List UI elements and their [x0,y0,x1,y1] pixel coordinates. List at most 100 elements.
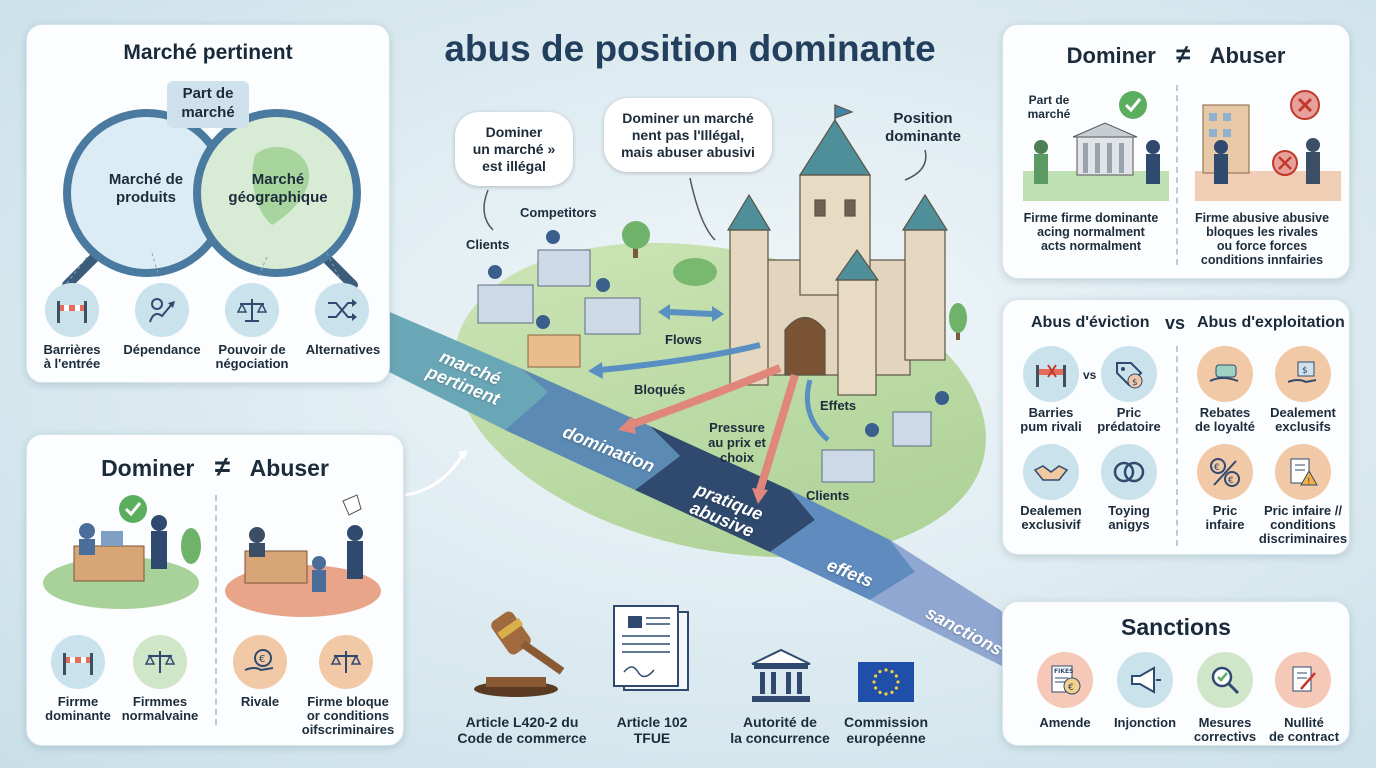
legal-item-label: Commission européenne [843,714,928,746]
svg-text:€: € [1228,476,1234,486]
market-share-tag: Part de marché [167,81,249,128]
abuse-illustration [225,494,381,617]
tree-icon [949,303,967,340]
castle-icon [726,104,949,396]
pressure-label: Pressure au prix et choix [708,420,766,465]
dominer-abuser-panel-left: Dominer ≠ Abuser Firrme dominante Firmme… [26,434,404,746]
price-tag-icon: $ [1101,346,1157,402]
abuse-item-label: Pric prédatoire [1097,405,1161,434]
contract-icon [1275,652,1331,708]
small-vs-label: vs [1083,368,1097,382]
abuse-types-panel: Abus d'éviction vs Abus d'exploitation v… [1002,299,1350,555]
competitors-label: Competitors [520,205,597,220]
svg-text:€: € [1214,463,1220,473]
clients-label-bottom: Clients [806,488,850,503]
sanction-item-label: Amende [1039,715,1091,730]
flow-segment-5 [870,540,1030,680]
bloques-label: Bloqués [634,382,686,397]
sanctions-title: Sanctions [1121,614,1231,640]
rings-icon [1101,444,1157,500]
percent-icon: €€ [1197,444,1253,500]
dominer-abuser-heading: Dominer ≠ Abuser [27,451,403,483]
abusive-firm-caption: Firme abusive abusive bloques les rivale… [1194,211,1330,267]
abuser-title: Abuser [249,455,329,481]
flow-segment-2 [505,368,680,490]
dominer-left-item-label: Rivale [240,694,280,709]
desk-icon [821,411,932,483]
desk-icon [477,249,641,335]
effets-label: Effets [820,398,857,413]
sanction-item-label: Mesures correctivs [1193,715,1257,744]
svg-text:€: € [259,654,265,665]
sanction-item-label: Injonction [1113,715,1177,730]
abusive-firm-illustration [1195,90,1341,201]
court-building-icon [751,648,811,702]
fines-tag: FIKES [1054,668,1073,675]
abuse-item-label: Barries pum rivali [1020,405,1082,434]
dominer-title: Dominer [1066,43,1156,68]
fine-icon: FIKES€ [1037,652,1093,708]
bubble-tail [483,189,494,231]
sanctions-panel: Sanctions FIKES€ Amende Injonction Mesur… [1002,601,1350,746]
barrier-icon [51,635,105,689]
megaphone-icon [1117,652,1173,708]
svg-text:$: $ [1302,366,1308,376]
market-item-label: Barrières à l'entrée [43,342,101,371]
person-icon [488,230,949,437]
rebate-icon [1197,346,1253,402]
tree-icon [622,221,650,258]
position-label-pointer [904,149,927,181]
good-dominance-illustration [43,495,201,609]
exclusive-deal-icon: $ [1275,346,1331,402]
sanction-item-label: Nullité de contract [1268,715,1340,744]
effets-arrow [804,379,830,442]
dominer-abuser-heading: Dominer ≠ Abuser [1003,39,1349,70]
legal-item-label: Article L420-2 du Code de commerce [457,714,587,746]
flow-segment-4 [770,490,915,600]
market-panel: Marché pertinent Part de marché Marché d… [26,24,390,383]
page-title: abus de position dominante [444,28,936,69]
scales-icon [133,635,187,689]
lens-geographic-market: Marché géographique [228,171,328,206]
flow-segment-3 [635,426,815,552]
dominer-title: Dominer [101,455,195,481]
magnifier-lenses [62,109,361,290]
abuse-item-label: Rebates de loyalté [1195,405,1255,434]
desk-icon [527,334,581,368]
dominer-left-item-label: Firrme dominante [45,694,111,723]
legal-item-label: Autorité de la concurrence [730,714,830,746]
eu-flag-icon [858,662,914,702]
dominer-abuser-panel-right: Dominer ≠ Abuser Part de marché Firme fi… [1002,24,1350,279]
not-equal-symbol: ≠ [1176,39,1191,69]
flows-arrow [658,304,724,322]
normal-firm-illustration [1023,91,1169,201]
abuse-item-label: Dealement exclusifs [1270,405,1336,434]
abuse-item-label: Toying anigys [1108,503,1150,532]
treaty-doc-icon [613,605,689,691]
speech-bubble-legal: Dominer un marché nent pas l'Illégal, ma… [604,98,772,172]
normal-firm-caption: Firme firme dominante acing normalment a… [1023,211,1159,253]
blocked-arrow [588,342,761,379]
gavel-icon [474,611,565,697]
barrier-icon [1023,346,1079,402]
bush-icon [673,258,717,286]
euro-hand-icon: € [233,635,287,689]
dominer-left-item-label: Firme bloque or conditions oifscriminair… [301,694,395,737]
abuse-item-label: Pric infaire [1205,503,1245,532]
pressure-arrow [618,364,799,504]
magnifier-icon [1197,652,1253,708]
svg-text:$: $ [1132,378,1138,388]
position-dominante-label: Position dominante [885,110,961,145]
barrier-icon [45,283,99,337]
not-equal-symbol: ≠ [214,451,231,482]
link-arrow [404,455,464,497]
shuffle-icon [315,283,369,337]
flows-label: Flows [665,332,702,347]
eviction-title: Abus d'éviction [1031,314,1150,331]
lens-product-market: Marché de produits [108,171,184,206]
flow-segment-1 [375,310,548,430]
handshake-icon [1023,444,1079,500]
scales-icon [319,635,373,689]
scales-icon [225,283,279,337]
